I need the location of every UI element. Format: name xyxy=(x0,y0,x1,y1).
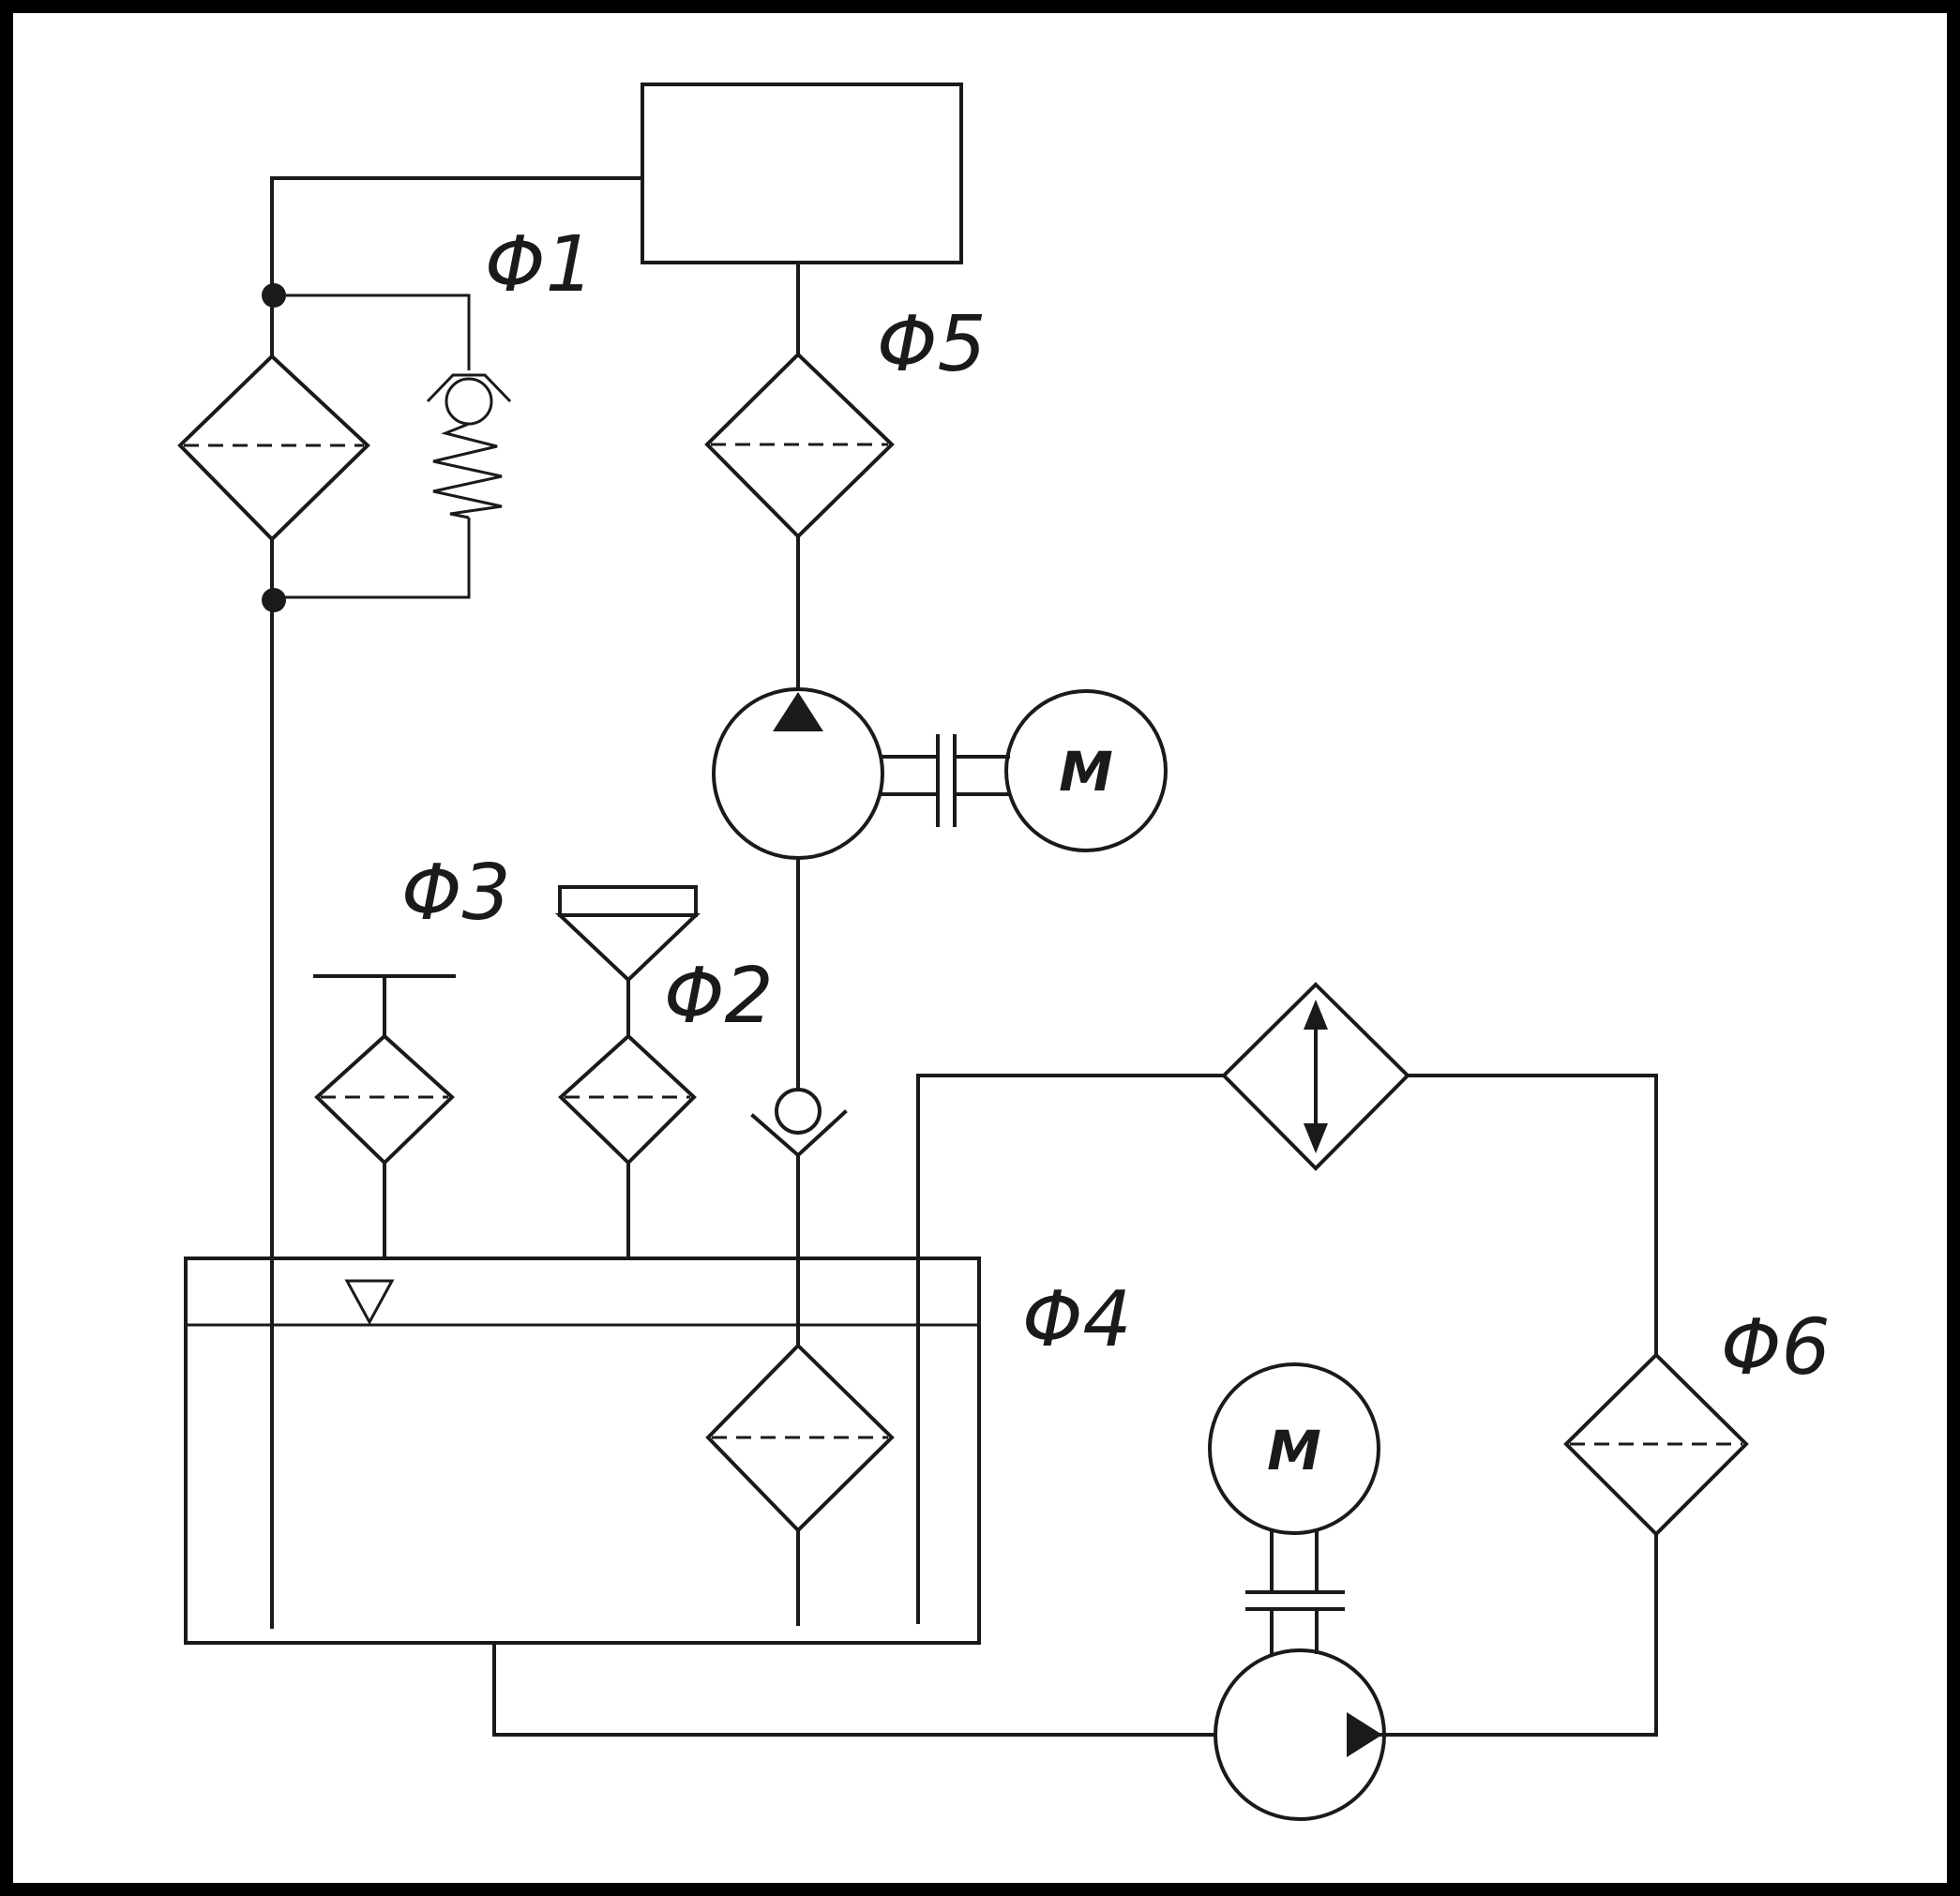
filler-filter-f2 xyxy=(554,885,701,1260)
oil-level-marker xyxy=(344,1279,395,1326)
return-filter-f1 xyxy=(177,354,370,542)
cooling-pump-arrow xyxy=(1347,1712,1382,1757)
label-f6: Φ6 xyxy=(1721,1303,1831,1392)
consumer-block xyxy=(641,83,963,264)
main-motor-label: M xyxy=(1059,740,1113,804)
pump-direction-arrow xyxy=(773,692,823,731)
cooling-motor: M xyxy=(1208,1362,1380,1535)
label-f1: Φ1 xyxy=(485,220,595,309)
cooler-arrow-down xyxy=(1304,1123,1328,1153)
suction-strainer-f4 xyxy=(705,1343,895,1626)
label-f2: Φ2 xyxy=(664,952,774,1041)
cooling-coupling xyxy=(1245,1531,1345,1654)
label-f5: Φ5 xyxy=(877,300,987,389)
cooler-heat-exchanger xyxy=(1221,982,1410,1171)
cooling-motor-label: M xyxy=(1267,1419,1321,1482)
junction-node-bottom xyxy=(262,588,286,612)
label-f4: Φ4 xyxy=(1022,1275,1132,1364)
cooling-pump xyxy=(1214,1648,1386,1821)
main-motor: M xyxy=(1004,689,1168,852)
cooler-arrow-up xyxy=(1304,1000,1328,1030)
main-coupling xyxy=(881,734,1010,827)
air-filter-f3 xyxy=(313,974,456,1260)
cooling-filter-f6 xyxy=(1563,1352,1749,1537)
reservoir-tank xyxy=(184,1256,981,1645)
bypass-check-valve xyxy=(274,293,512,599)
cooling-circuit-lines xyxy=(492,1074,1658,1737)
label-f3: Φ3 xyxy=(401,849,511,938)
